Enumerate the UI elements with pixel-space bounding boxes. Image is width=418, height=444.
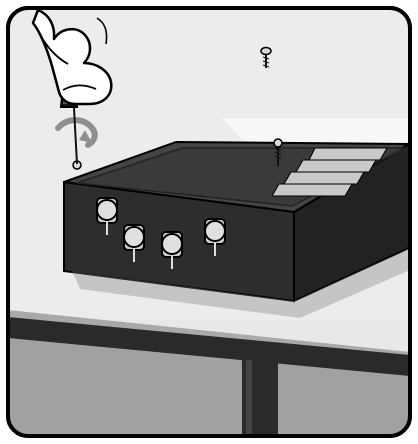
table-leg-highlight [246,360,252,436]
